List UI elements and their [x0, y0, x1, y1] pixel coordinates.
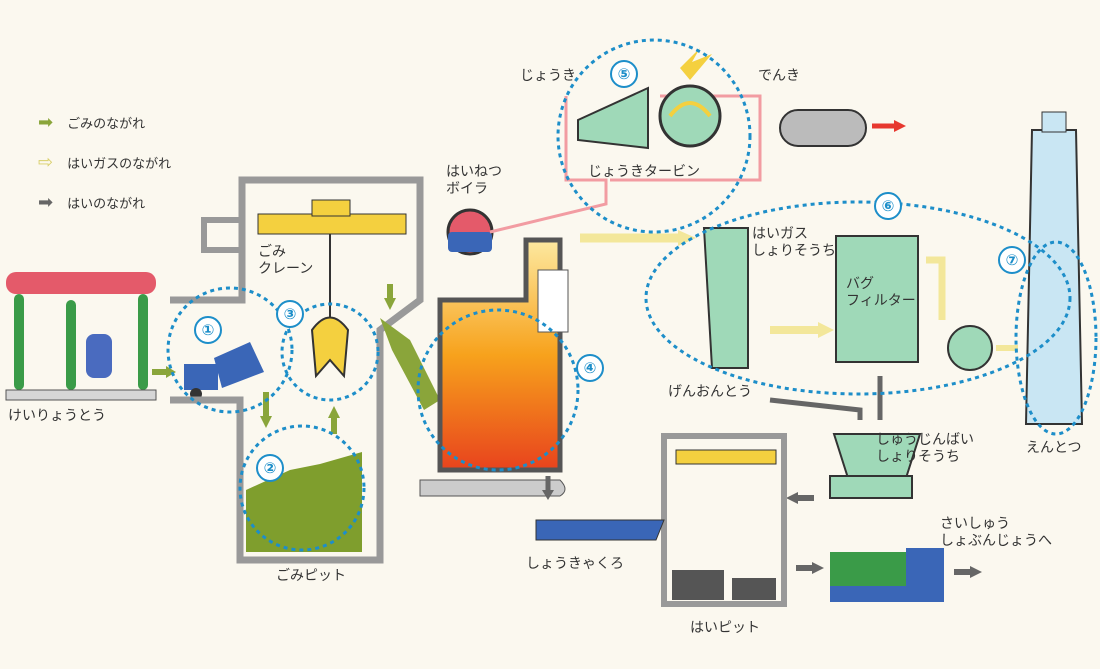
label-hainetsu-boiler: はいねつ ボイラ	[446, 164, 502, 197]
legend-label: はいガスのながれ	[67, 157, 172, 172]
legend-item-gomi: ➡ ごみのながれ	[38, 112, 145, 133]
marker-1: ①	[194, 316, 222, 344]
weigh-station	[5, 272, 157, 401]
legend-label: はいのながれ	[67, 197, 146, 212]
yellow-outline-arrow-icon: ⇨	[38, 152, 54, 173]
label-jouki-turbine: じょうきタービン	[588, 164, 700, 180]
turbine	[577, 48, 722, 150]
legend-item-hai: ➡ はいのながれ	[38, 192, 145, 213]
label-keiryoutou: けいりょうとう	[8, 408, 106, 424]
label-genondou: げんおんとう	[668, 384, 752, 400]
label-entotsu: えんとつ	[1026, 440, 1082, 456]
dump-truck	[184, 342, 264, 400]
legend-item-haigas: ⇨ はいガスのながれ	[38, 152, 171, 173]
label-jouki: じょうき	[520, 68, 576, 84]
furnace	[419, 208, 569, 497]
marker-4: ④	[576, 354, 604, 382]
crane	[257, 199, 407, 379]
gas-treatment	[702, 227, 919, 369]
label-bag-filter: バグ フィルター	[846, 276, 916, 309]
marker-3: ③	[276, 300, 304, 328]
marker-2: ②	[256, 454, 284, 482]
label-denki: でんき	[758, 68, 800, 84]
label-shoukyakuro: しょうきゃくろ	[526, 556, 624, 572]
marker-7: ⑦	[998, 246, 1026, 274]
label-hai-pit: はいピット	[690, 620, 760, 636]
green-arrow-icon: ➡	[38, 112, 54, 133]
marker-5: ⑤	[610, 60, 638, 88]
label-gomi-crane: ごみ クレーン	[258, 244, 314, 277]
label-gomi-pit: ごみピット	[276, 568, 346, 584]
legend-label: ごみのながれ	[67, 117, 146, 132]
label-haigas-shori: はいガス しょりそうち	[752, 226, 836, 259]
marker-6: ⑥	[874, 192, 902, 220]
label-shujin-hai: しゅうじんばい しょりそうち	[876, 432, 974, 465]
gray-arrow-icon: ➡	[38, 192, 54, 213]
label-saishu: さいしゅう しょぶんじょうへ	[940, 516, 1052, 549]
